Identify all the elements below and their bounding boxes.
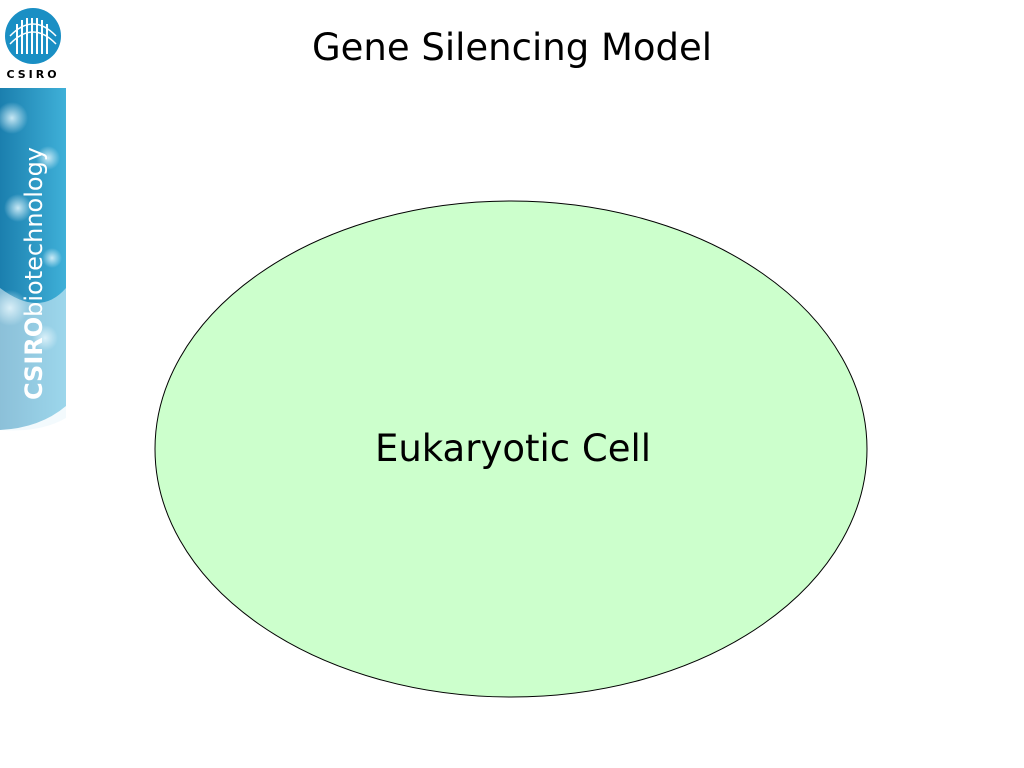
logo-wordmark: CSIRO	[6, 68, 59, 80]
csiro-logo: CSIRO	[5, 8, 61, 80]
cell-label: Eukaryotic Cell	[375, 427, 651, 470]
banner-text: CSIRObiotechnology	[20, 147, 48, 400]
eukaryotic-cell	[154, 200, 868, 698]
csiro-biotechnology-banner: CSIRObiotechnology	[0, 88, 66, 431]
banner-text-light: biotechnology	[20, 147, 48, 317]
banner-text-bold: CSIRO	[20, 317, 48, 400]
slide-title: Gene Silencing Model	[311, 26, 713, 69]
